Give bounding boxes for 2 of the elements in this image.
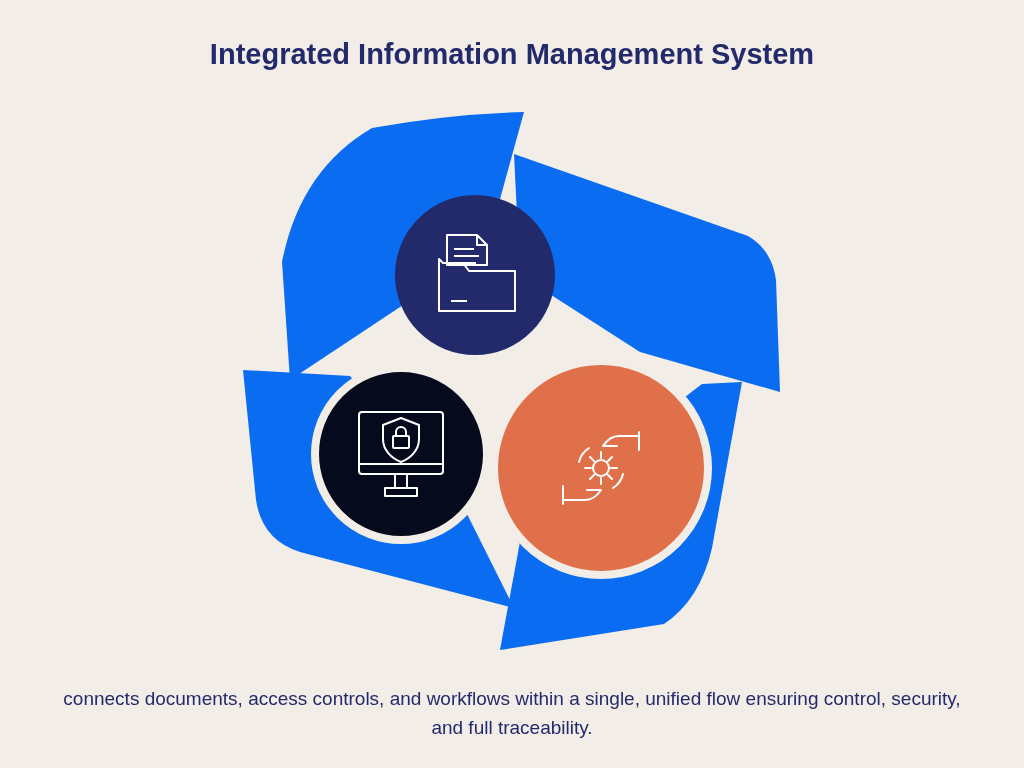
title: Integrated Information Management System (209, 38, 815, 71)
caption: connects documents, access controls, and workflows within a single, unified flow ensuring control, security, and full traceability. (62, 687, 962, 740)
